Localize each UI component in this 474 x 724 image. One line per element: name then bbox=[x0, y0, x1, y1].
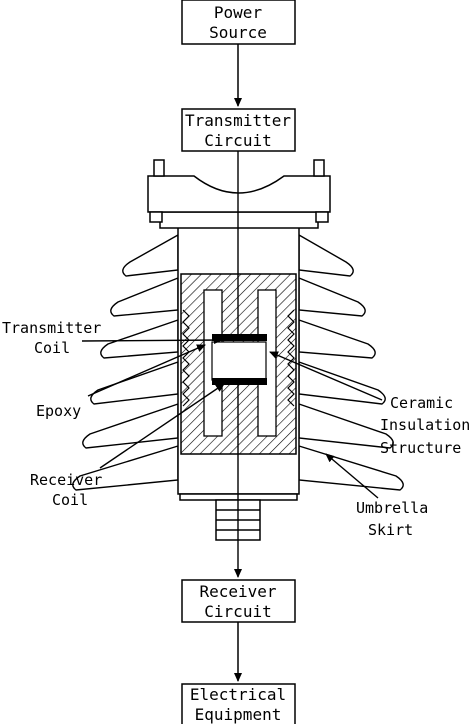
receiver-coil bbox=[212, 378, 267, 385]
transmitter-coil-label: Transmitter Coil bbox=[2, 319, 101, 357]
umbrella-label-line2: Skirt bbox=[368, 521, 413, 539]
transmitter-coil bbox=[212, 334, 267, 341]
shed-right-1 bbox=[298, 233, 354, 277]
receiver-circuit-line2: Circuit bbox=[204, 602, 271, 621]
umbrella-skirt-arrow bbox=[325, 453, 379, 499]
shed-left-1 bbox=[122, 233, 179, 277]
umbrella-skirts bbox=[72, 233, 404, 491]
receiver-coil-arrow bbox=[99, 383, 225, 469]
shed-right-2 bbox=[298, 276, 366, 317]
electrical-equipment-line1: Electrical bbox=[190, 685, 286, 704]
ceramic-label-line3: Structure bbox=[380, 439, 461, 457]
transmitter-coil-label-line2: Coil bbox=[34, 339, 70, 357]
ceramic-arrow bbox=[269, 351, 383, 401]
power-source-box: Power Source bbox=[181, 0, 296, 45]
electrical-equipment-line2: Equipment bbox=[195, 705, 282, 724]
shed-right-5 bbox=[298, 403, 394, 449]
transmitter-coil-label-line1: Transmitter bbox=[2, 319, 101, 337]
receiver-coil-label-line2: Coil bbox=[52, 491, 88, 509]
shed-right-6 bbox=[298, 445, 404, 491]
shed-left-4 bbox=[90, 361, 179, 405]
power-source-line1: Power bbox=[214, 3, 263, 22]
receiver-circuit-box: Receiver Circuit bbox=[181, 579, 296, 623]
epoxy-arrow bbox=[87, 344, 206, 397]
shed-left-2 bbox=[110, 276, 179, 317]
receiver-circuit-line1: Receiver bbox=[199, 582, 276, 601]
receiver-coil-label-line1: Receiver bbox=[30, 471, 102, 489]
left-serration bbox=[182, 309, 190, 407]
ceramic-insulation-label: Ceramic Insulation Structure bbox=[380, 394, 470, 457]
transmitter-circuit-line1: Transmitter bbox=[185, 111, 291, 130]
transmitter-circuit-line2: Circuit bbox=[204, 131, 271, 150]
umbrella-skirt-label: Umbrella Skirt bbox=[356, 499, 428, 539]
receiver-coil-label: Receiver Coil bbox=[30, 471, 102, 509]
ceramic-label-line1: Ceramic bbox=[390, 394, 453, 412]
epoxy-gap bbox=[211, 341, 267, 381]
ceramic-label-line2: Insulation bbox=[380, 416, 470, 434]
shed-right-3 bbox=[298, 319, 376, 359]
shed-left-5 bbox=[82, 403, 179, 449]
epoxy-label: Epoxy bbox=[36, 402, 81, 420]
right-serration bbox=[287, 309, 295, 407]
umbrella-label-line1: Umbrella bbox=[356, 499, 428, 517]
shed-left-3 bbox=[100, 319, 179, 359]
electrical-equipment-box: Electrical Equipment bbox=[181, 683, 296, 724]
transmitter-circuit-box: Transmitter Circuit bbox=[181, 108, 296, 152]
power-source-line2: Source bbox=[209, 23, 267, 42]
shed-left-6 bbox=[72, 445, 179, 491]
top-flange bbox=[147, 159, 331, 229]
transmitter-coil-arrow bbox=[81, 336, 223, 345]
